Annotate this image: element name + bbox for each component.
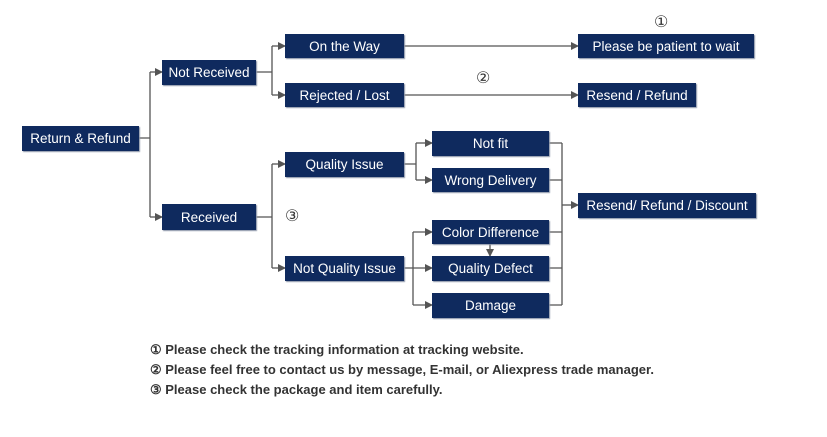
marker-one: ① [654, 14, 669, 31]
node-damage: Damage [432, 293, 549, 318]
node-quality-issue: Quality Issue [285, 152, 404, 177]
node-not-quality-issue: Not Quality Issue [285, 256, 404, 281]
node-received: Received [162, 204, 256, 230]
node-not-fit: Not fit [432, 131, 549, 156]
node-wrong-delivery: Wrong Delivery [432, 168, 549, 192]
note-1: ① Please check the tracking information … [150, 342, 524, 357]
node-on-the-way: On the Way [285, 34, 404, 58]
node-rejected-lost: Rejected / Lost [285, 83, 404, 107]
node-resend-refund: Resend / Refund [578, 83, 696, 107]
note-2: ② Please feel free to contact us by mess… [150, 362, 654, 377]
node-resend-refund-discount: Resend/ Refund / Discount [578, 193, 756, 218]
marker-two: ② [476, 70, 491, 87]
node-not-received: Not Received [162, 60, 256, 85]
marker-three: ③ [285, 208, 300, 225]
note-3: ③ Please check the package and item care… [150, 382, 443, 397]
node-return-refund: Return & Refund [22, 126, 139, 151]
node-quality-defect: Quality Defect [432, 256, 549, 281]
node-color-difference: Color Difference [432, 220, 549, 244]
notes: ① Please check the tracking information … [150, 340, 654, 400]
node-please-be-patient: Please be patient to wait [578, 34, 754, 58]
